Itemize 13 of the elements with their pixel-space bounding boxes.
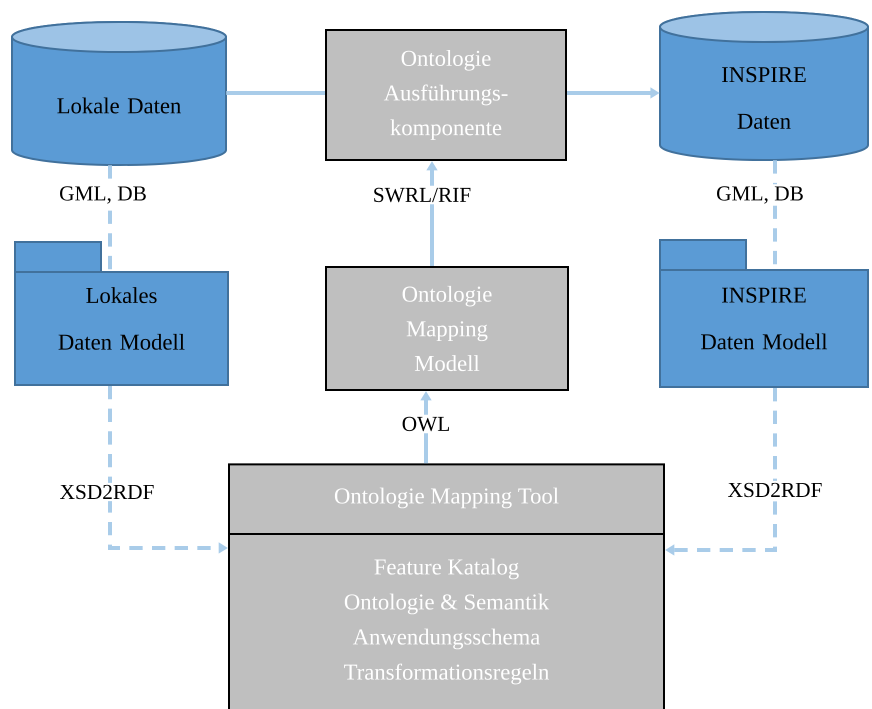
folder: Lokales Daten Modell [14, 240, 229, 386]
edge-label: GML, DB [714, 184, 806, 206]
component-box: Ontologie Mapping Tool Feature Katalog Ontologie & Semantik Anwendungsschema Transformationsregeln [228, 463, 665, 709]
folder: INSPIRE Daten Modell [659, 238, 869, 388]
database-cylinder: Lokale Daten [11, 21, 227, 166]
process-box: Ontologie Mapping Modell [325, 266, 569, 391]
edge-label: OWL [400, 414, 452, 434]
edge-label: GML, DB [57, 184, 149, 206]
process-box: Ontologie Ausführungs- komponente [325, 28, 567, 161]
database-cylinder: INSPIRE Daten [659, 10, 869, 161]
edge-label: SWRL/RIF [370, 186, 474, 204]
edge-label: XSD2RDF [726, 480, 824, 500]
edge-label: XSD2RDF [58, 482, 156, 502]
